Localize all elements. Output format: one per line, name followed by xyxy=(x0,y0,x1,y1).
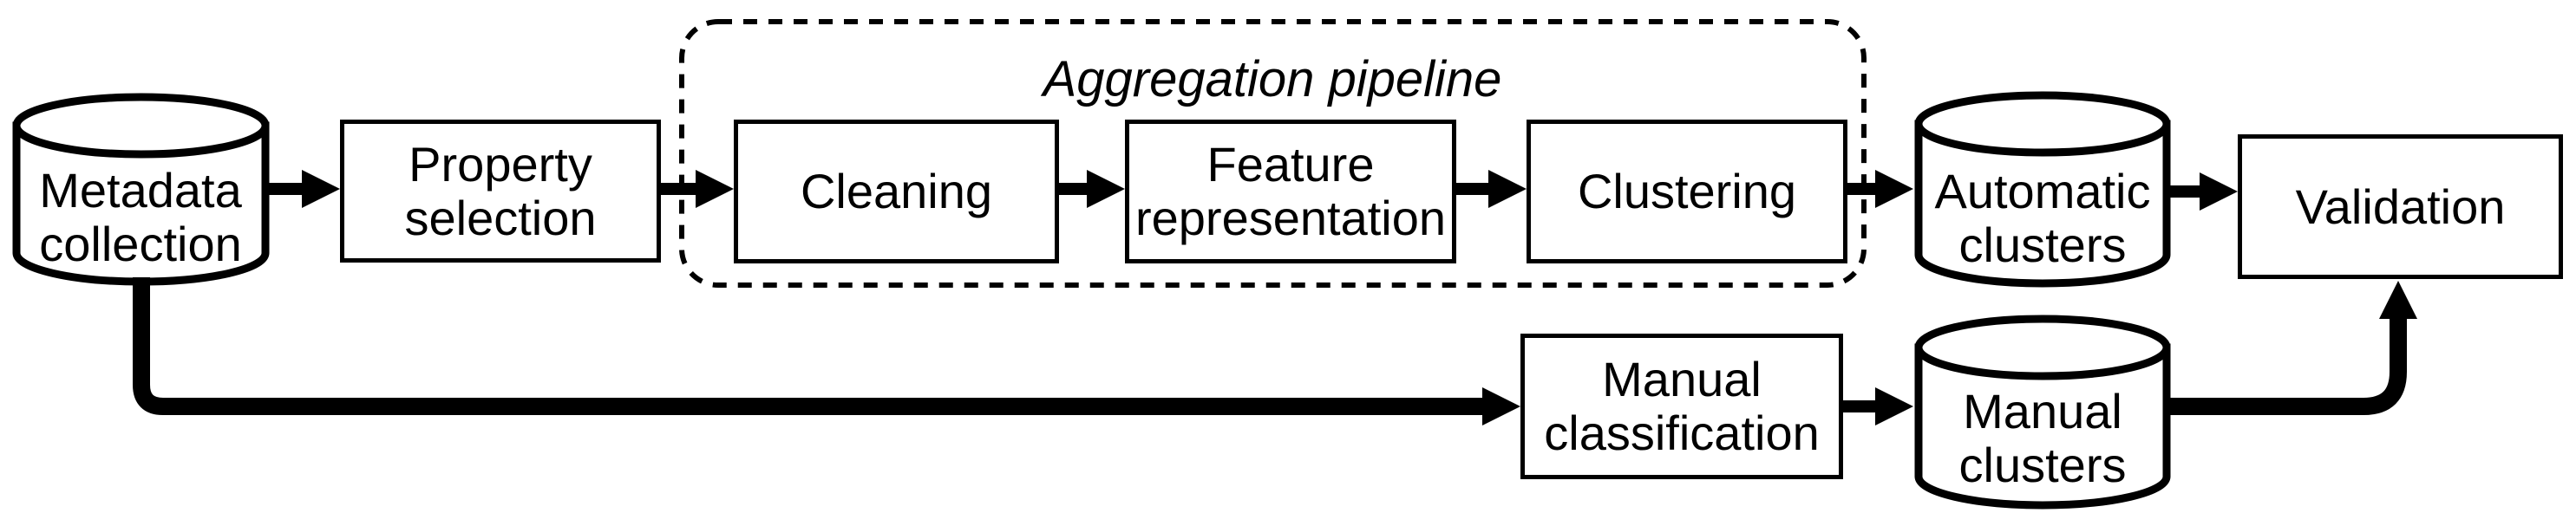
connector-manual-clusters-to-validation xyxy=(2167,281,2417,415)
node-feature-representation: Feature representation xyxy=(1125,120,1456,263)
node-automatic-clusters-label: Automatic clusters xyxy=(1934,164,2151,272)
node-property-selection: Property selection xyxy=(340,120,661,263)
arrow-feature-to-clustering xyxy=(1456,170,1527,208)
node-manual-classification: Manual classification xyxy=(1520,334,1843,479)
arrow-automatic-clusters-to-validation xyxy=(2167,172,2238,211)
aggregation-pipeline-dashed-border xyxy=(679,19,1867,288)
cylinder-automatic-clusters-shape xyxy=(1914,91,2171,288)
arrow-manual-classification-to-manual-clusters xyxy=(1843,387,1913,425)
connector-metadata-to-manual-classification xyxy=(133,277,1520,425)
arrow-metadata-to-property xyxy=(264,170,340,208)
arrow-cleaning-to-feature xyxy=(1059,170,1125,208)
aggregation-pipeline-title: Aggregation pipeline xyxy=(1043,51,1502,107)
arrow-clustering-to-automatic-clusters xyxy=(1847,170,1913,208)
node-validation: Validation xyxy=(2238,134,2563,279)
node-manual-clusters-label: Manual clusters xyxy=(1958,384,2127,492)
node-clustering: Clustering xyxy=(1527,120,1847,263)
arrow-property-to-cleaning xyxy=(661,170,734,208)
node-cleaning: Cleaning xyxy=(734,120,1059,263)
cylinder-metadata-collection-shape xyxy=(12,93,270,286)
node-metadata-collection-label: Metadata collection xyxy=(39,163,242,271)
cylinder-manual-clusters-shape xyxy=(1914,315,2171,510)
